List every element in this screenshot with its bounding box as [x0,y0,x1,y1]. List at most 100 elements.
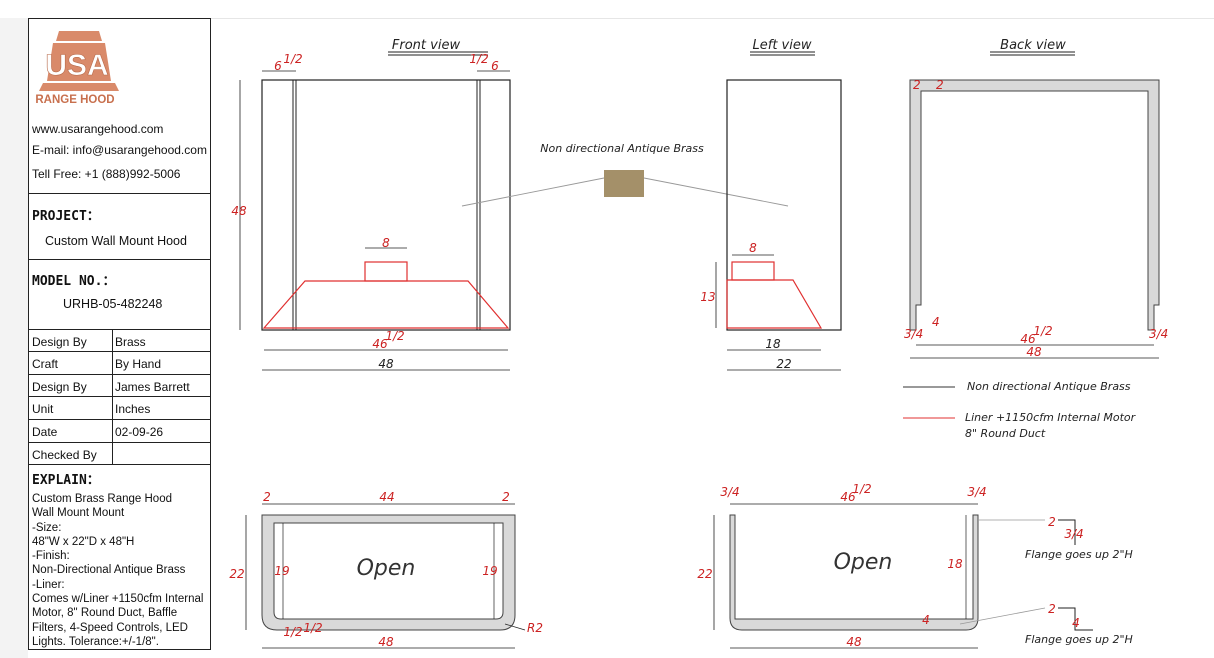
left-duct [731,261,775,281]
info-value: By Hand [115,357,162,371]
section-right-shell [729,514,979,631]
company-email: E-mail: info@usarangehood.com [32,143,207,157]
section-left-bot-a-dim: 1/2 [283,625,302,639]
left-depth-dim: 22 [776,357,791,371]
left-duct-dim: 8 [749,241,757,255]
section-left-inner-r-dim: 19 [482,564,497,578]
info-label: Design By [32,335,87,349]
front-inner-dim: 46 [372,337,388,351]
flange-bottom-note: Flange goes up 2"H [1025,633,1133,646]
explain-line: -Size: [32,521,62,534]
front-view: Front view 8 6 1/2 1/2 6 48 46 1/2 48 [231,38,511,371]
left-liner-height-dim: 13 [700,290,715,304]
info-row-designer: Design By James Barrett [29,374,210,397]
info-value: 02-09-26 [115,425,164,439]
logo-mark [39,31,119,91]
explain-line: 48"W x 22"D x 48"H [32,535,135,548]
section-left-label: Open [357,556,416,581]
flange-details: 2 3/4 Flange goes up 2"H 2 4 Flange goes… [959,515,1133,646]
divider [29,193,210,194]
section-right-label: Open [834,550,893,575]
divider [112,397,113,419]
info-row-craft: Craft By Hand [29,351,210,374]
company-phone: Tell Free: +1 (888)992-5006 [32,167,181,181]
left-liner [726,279,823,329]
info-label: Unit [32,402,54,416]
explain-line: Custom Brass Range Hood [32,493,172,505]
front-height-dim: 48 [231,204,247,218]
info-label: Checked By [32,448,97,462]
section-left-depth-dim: 22 [229,567,244,581]
front-half-right-dim: 1/2 [469,52,488,66]
front-liner [262,280,510,329]
company-logo: USA RANGE HOOD [35,31,119,106]
info-row-unit: Unit Inches [29,396,210,419]
explain-line: -Liner: [32,578,65,591]
back-top-b-dim: 2 [936,78,944,92]
back-side-left-dim: 3/4 [904,327,923,341]
finish-callout-label: Non directional Antique Brass [540,142,704,155]
section-right-wall-r-dim: 3/4 [967,485,986,499]
line-legend: Non directional Antique Brass Liner +115… [903,380,1137,440]
document-left-margin [0,18,28,658]
legend-gray-label: Non directional Antique Brass [967,380,1131,393]
section-left-shell [261,514,516,631]
info-row-date: Date 02-09-26 [29,419,210,442]
back-frame [909,79,1160,331]
legend-red-label-1: Liner +1150cfm Internal Motor [965,411,1137,424]
back-width-dim: 48 [1026,345,1042,359]
back-view: Back view 2 2 4 3/4 3/4 46 1/2 48 [904,38,1168,359]
front-duct-dim: 8 [382,236,390,250]
back-inner-dim: 46 [1020,332,1036,346]
info-row-checked-by: Checked By [29,442,210,465]
left-liner-width-dim: 18 [765,337,781,351]
section-left-bot-b-dim: 1/2 [303,621,322,635]
flange-bottom-thickness-dim: 4 [1072,616,1080,630]
section-left-inner-l-dim: 19 [274,564,289,578]
flange-top-note: Flange goes up 2"H [1025,548,1133,561]
explain-text: Custom Brass Range Hood Wall Mount Mount… [32,492,210,649]
explain-line: Non-Directional Antique Brass [32,564,186,577]
section-view-right: Open 3/4 46 1/2 3/4 22 18 4 48 [697,482,986,649]
info-label: Date [32,425,58,439]
logo-text: USA [45,49,108,82]
explain-line: Lights. Tolerance:+/-1/8". [32,635,159,648]
section-right-wall-l-dim: 3/4 [720,485,739,499]
company-website: www.usarangehood.com [32,122,164,136]
section-left-span-dim: 44 [379,490,394,504]
front-duct [364,261,408,282]
info-value: James Barrett [115,380,190,394]
model-label: MODEL NO.： [32,274,116,289]
divider [29,464,210,465]
explain-line: Motor, 8" Round Duct, Baffle [32,607,178,620]
logo-subtitle: RANGE HOOD [35,94,114,106]
section-right-span-dim: 46 [840,490,856,504]
divider [112,420,113,442]
section-left-width-dim: 48 [378,635,394,649]
explain-line: Filters, 4-Speed Controls, LED [32,621,188,634]
flange-top-thickness-dim: 3/4 [1064,527,1083,541]
explain-label: EXPLAIN： [32,473,100,488]
flange-top-width-dim: 2 [1048,515,1056,529]
front-side-left-dim: 6 [274,59,282,73]
front-side-right-dim: 6 [491,59,499,73]
explain-line: Wall Mount Mount [32,507,125,520]
divider [112,330,113,352]
info-label: Craft [32,357,59,371]
front-inner-frac-dim: 1/2 [385,329,404,343]
back-view-title: Back view [1000,38,1066,53]
brass-swatch [604,170,644,197]
section-right-width-dim: 48 [846,635,862,649]
finish-callout: Non directional Antique Brass [461,142,789,207]
back-side-right-dim: 3/4 [1149,327,1168,341]
divider [112,352,113,374]
back-notch-dim: 4 [932,315,940,329]
section-right-depth-dim: 22 [697,567,712,581]
section-left-wall-l-dim: 2 [263,490,271,504]
explain-line: -Finish: [32,550,70,563]
section-right-bottom-dim: 4 [922,613,930,627]
divider [112,375,113,397]
back-top-a-dim: 2 [913,78,921,92]
technical-drawing: Front view 8 6 1/2 1/2 6 48 46 1/2 48 No… [229,38,1168,649]
back-inner-frac-dim: 1/2 [1033,324,1052,338]
